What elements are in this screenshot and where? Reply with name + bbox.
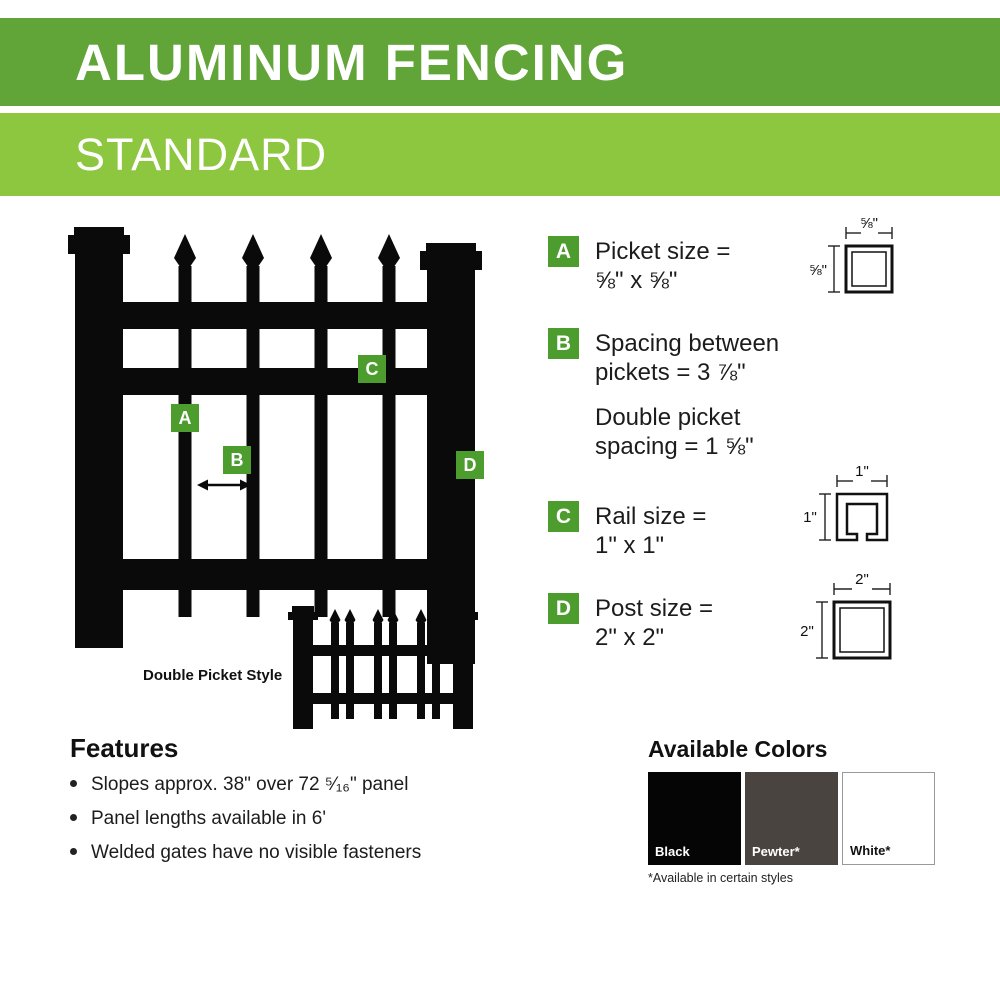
swatch-white: White* [842,772,935,865]
feature-text: Panel lengths available in 6' [91,808,326,829]
spec-d-text: Post size = 2" x 2" [595,594,713,652]
bullet-dot [70,780,77,787]
swatch-label: Pewter* [752,844,800,859]
features-heading: Features [70,733,179,763]
double-picket-illustration [283,597,483,745]
color-swatch-row: Black Pewter* White* [648,772,935,865]
spec-a-text: Picket size = ⅝" x ⅝" [595,237,730,295]
post-top-dim: 2" [855,571,869,588]
spacing-arrow [197,479,251,491]
fence-posts [68,227,482,664]
picket-top-dim: ⅝" [860,215,878,232]
spec-b2-text: Double picket spacing = 1 ⅝" [595,403,754,461]
spec-b-line4: spacing = 1 ⅝" [595,433,754,460]
picket-diagram: ⅝" ⅝" [798,214,903,315]
swatch-pewter: Pewter* [745,772,838,865]
spec-d-line2: 2" x 2" [595,624,665,651]
bullet-dot [70,848,77,855]
feature-item: Slopes approx. 38" over 72 ⁵⁄₁₆" panel [70,774,421,796]
fence-pickets [174,234,400,617]
spec-d-line1: Post size = [595,595,714,622]
post-diagram: 2" 2" [790,570,902,679]
fence-tag-b: B [223,446,251,474]
rail-side-dim: 1" [803,509,817,526]
title-banner: ALUMINUM FENCING [0,18,1000,106]
feature-text: Slopes approx. 38" over 72 ⁵⁄₁₆" panel [91,774,409,795]
spec-c-line2: 1" x 1" [595,532,665,559]
swatch-label: White* [850,843,891,858]
spec-a-line1: Picket size = [595,238,731,265]
rail-diagram-svg: 1" 1" [803,463,889,542]
rail-diagram: 1" 1" [793,462,898,563]
spec-c-line1: Rail size = [595,503,707,530]
feature-item: Welded gates have no visible fasteners [70,842,421,864]
swatch-black: Black [648,772,741,865]
available-colors-heading: Available Colors [648,736,828,762]
spec-a-line2: ⅝" x ⅝" [595,267,678,294]
fence-tag-d: D [456,451,484,479]
page-subtitle: STANDARD [75,128,328,180]
spec-tag-b: B [548,328,579,359]
bullet-dot [70,814,77,821]
swatch-label: Black [655,844,690,859]
spec-tag-d: D [548,593,579,624]
spec-b-line1: Spacing between [595,330,780,357]
fence-tag-a: A [171,404,199,432]
rail-top-dim: 1" [855,463,869,480]
feature-text: Welded gates have no visible fasteners [91,842,422,863]
spec-b-line3: Double picket [595,404,741,431]
page-title: ALUMINUM FENCING [75,33,629,91]
spec-tag-c: C [548,501,579,532]
spec-tag-a: A [548,236,579,267]
picket-diagram-svg: ⅝" ⅝" [809,215,894,294]
double-picket-caption: Double Picket Style [143,667,283,684]
feature-item: Panel lengths available in 6' [70,808,421,830]
fence-tag-c: C [358,355,386,383]
colors-footnote: *Available in certain styles [648,871,793,885]
features-list: Slopes approx. 38" over 72 ⁵⁄₁₆" panel P… [70,774,421,876]
spec-b-text: Spacing between pickets = 3 ⅞" [595,329,779,387]
spec-b-line2: pickets = 3 ⅞" [595,359,746,386]
picket-side-dim: ⅝" [809,262,827,279]
spec-c-text: Rail size = 1" x 1" [595,502,706,560]
subtitle-banner: STANDARD [0,113,1000,196]
post-diagram-svg: 2" 2" [800,571,892,660]
double-picket-svg [288,606,478,729]
post-side-dim: 2" [800,623,814,640]
